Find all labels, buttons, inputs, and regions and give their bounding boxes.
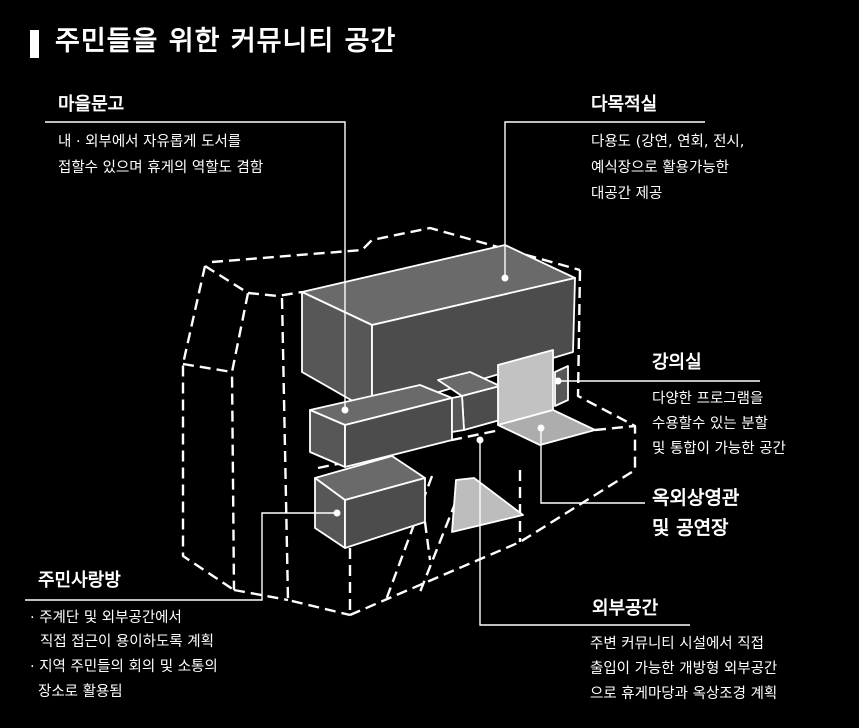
page-title: 주민들을 위한 커뮤니티 공간 <box>55 26 397 57</box>
lounge-desc-line: 장소로 활용됨 <box>38 684 123 700</box>
lecture-dot <box>554 377 562 385</box>
library-desc-line: 접할수 있으며 휴게의 역할도 겸함 <box>58 160 264 176</box>
lounge-label: 주민사랑방 <box>38 570 121 591</box>
multipurpose-hall-front <box>371 277 576 413</box>
lecture-desc-line: 수용할수 있는 분할 <box>652 416 768 432</box>
outdoor-desc-line: 출입이 가능한 개방형 외부공간 <box>590 661 778 677</box>
library-label: 마을문고 <box>58 94 125 115</box>
lecture-desc-line: 다양한 프로그램을 <box>652 391 764 407</box>
base-front <box>233 588 289 602</box>
cinema-leader <box>540 428 645 504</box>
lounge-desc-line: · 주계단 및 외부공간에서 <box>30 610 182 626</box>
cinema-panel <box>451 477 524 533</box>
outdoor-desc-line: 으로 휴게마당과 옥상조경 계획 <box>590 686 778 702</box>
library-leader <box>45 121 346 410</box>
lecture-label: 강의실 <box>652 352 702 373</box>
cinema-dot <box>537 424 545 432</box>
cinema-label: 옥외상영관 <box>652 487 740 509</box>
multipurpose-desc-line: 다용도 (강연, 연회, 전시, <box>591 134 745 150</box>
lounge-desc-line: 직접 접근이 용이하도록 계획 <box>40 634 214 650</box>
floor-line-right <box>594 424 636 432</box>
library-front <box>344 397 453 468</box>
center-wall <box>280 297 351 617</box>
right-wall <box>576 269 637 470</box>
cinema-volume <box>451 477 524 533</box>
outdoor-label: 외부공간 <box>592 598 659 619</box>
middle-volume-side <box>451 395 465 433</box>
lounge-front <box>344 477 426 549</box>
multipurpose-desc-line: 대공간 제공 <box>591 186 663 202</box>
multipurpose-leader <box>504 121 705 278</box>
tower-outer-edge <box>181 265 235 591</box>
roof-edge <box>211 226 581 272</box>
library-desc-line: 내 · 외부에서 자유롭게 도서를 <box>58 134 242 150</box>
post-middle <box>423 521 432 561</box>
leader-dots <box>333 274 562 517</box>
cinema-label: 및 공연장 <box>652 517 729 539</box>
outdoor-leader <box>479 440 690 626</box>
library-volume <box>309 384 453 468</box>
multipurpose-hall-volume <box>301 244 576 413</box>
middle-volume <box>437 371 501 433</box>
tower-inner-edge <box>204 264 250 591</box>
lecture-room-floor <box>497 409 596 446</box>
outdoor-desc-line: 주변 커뮤니티 시설에서 직접 <box>590 636 764 652</box>
lecture-desc-line: 및 통합이 가능한 공간 <box>652 441 786 457</box>
outdoor-dot <box>476 436 484 444</box>
lounge-volume <box>314 455 426 549</box>
title-bar <box>30 30 39 58</box>
lounge-desc-line: · 지역 주민들의 회의 및 소통의 <box>30 659 218 675</box>
tower-cap <box>182 362 233 374</box>
lecture-room-volume <box>497 349 596 446</box>
roof-link <box>247 290 303 298</box>
lounge-dot <box>333 509 341 517</box>
multipurpose-label: 다목적실 <box>591 94 658 115</box>
base-edge <box>349 468 636 617</box>
multipurpose-desc-line: 예식장으로 활용가능한 <box>591 160 730 176</box>
leader-lines <box>25 121 760 626</box>
library-dot <box>341 406 349 414</box>
lecture-room-side-box <box>554 365 569 407</box>
multipurpose-dot <box>501 274 509 282</box>
lounge-leader <box>25 512 337 601</box>
